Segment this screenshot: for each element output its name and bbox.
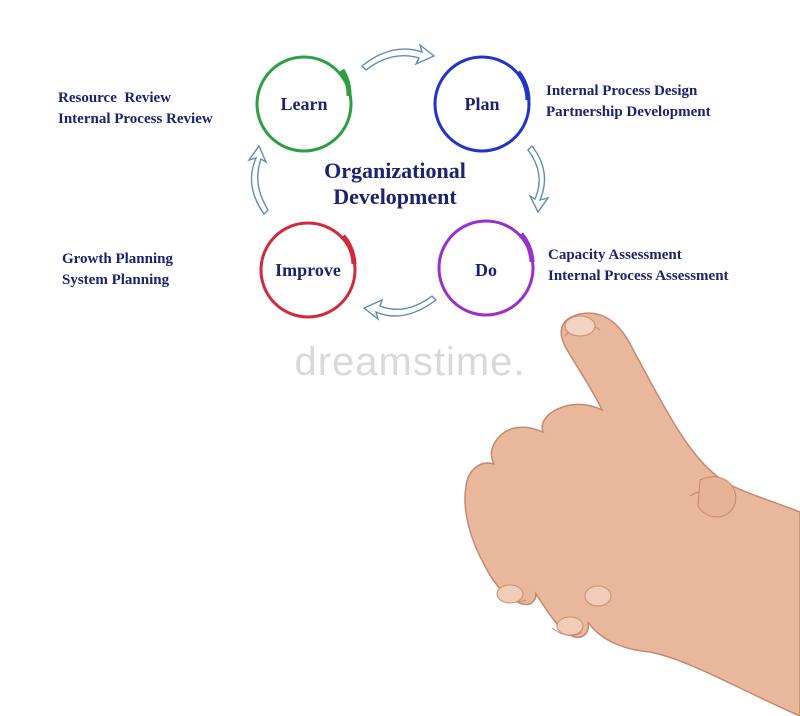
node-label-plan: Plan: [464, 94, 500, 114]
learn-note-1: Resource Review: [58, 90, 172, 106]
plan-circle: [433, 55, 531, 153]
learn-note-2: Internal Process Review: [58, 111, 213, 127]
fingernail-3: [584, 585, 612, 607]
improve-circle: [259, 221, 357, 319]
improve-note-1: Growth Planning: [62, 251, 173, 267]
learn-notes: Resource Review Internal Process Review: [58, 88, 213, 130]
arrow-improve-to-learn: [247, 144, 269, 216]
do-note-1: Capacity Assessment: [548, 247, 682, 263]
title-line-1: Organizational: [324, 158, 466, 183]
fingernail-1: [496, 584, 524, 604]
title-line-2: Development: [333, 184, 457, 209]
index-fingernail: [564, 315, 596, 337]
arrow-learn-to-plan: [360, 43, 436, 71]
arrow-plan-to-do: [527, 144, 550, 214]
do-circle: [437, 219, 535, 317]
diagram-title: Organizational Development: [250, 158, 540, 210]
pointing-hand: [464, 312, 800, 716]
plan-notes: Internal Process Design Partnership Deve…: [546, 81, 711, 123]
improve-notes: Growth Planning System Planning: [62, 249, 173, 291]
plan-note-1: Internal Process Design: [546, 83, 698, 99]
do-notes: Capacity Assessment Internal Process Ass…: [548, 245, 729, 287]
fingernail-2: [556, 616, 584, 636]
watermark-text: dreamstime.: [294, 340, 526, 384]
improve-note-2: System Planning: [62, 272, 170, 288]
learn-circle: [255, 55, 353, 153]
do-note-2: Internal Process Assessment: [548, 268, 729, 284]
node-label-improve: Improve: [275, 260, 341, 280]
node-label-learn: Learn: [280, 94, 328, 114]
arrow-do-to-improve: [362, 295, 438, 321]
plan-note-2: Partnership Development: [546, 104, 711, 120]
thumb: [697, 476, 737, 518]
node-label-do: Do: [475, 260, 497, 280]
